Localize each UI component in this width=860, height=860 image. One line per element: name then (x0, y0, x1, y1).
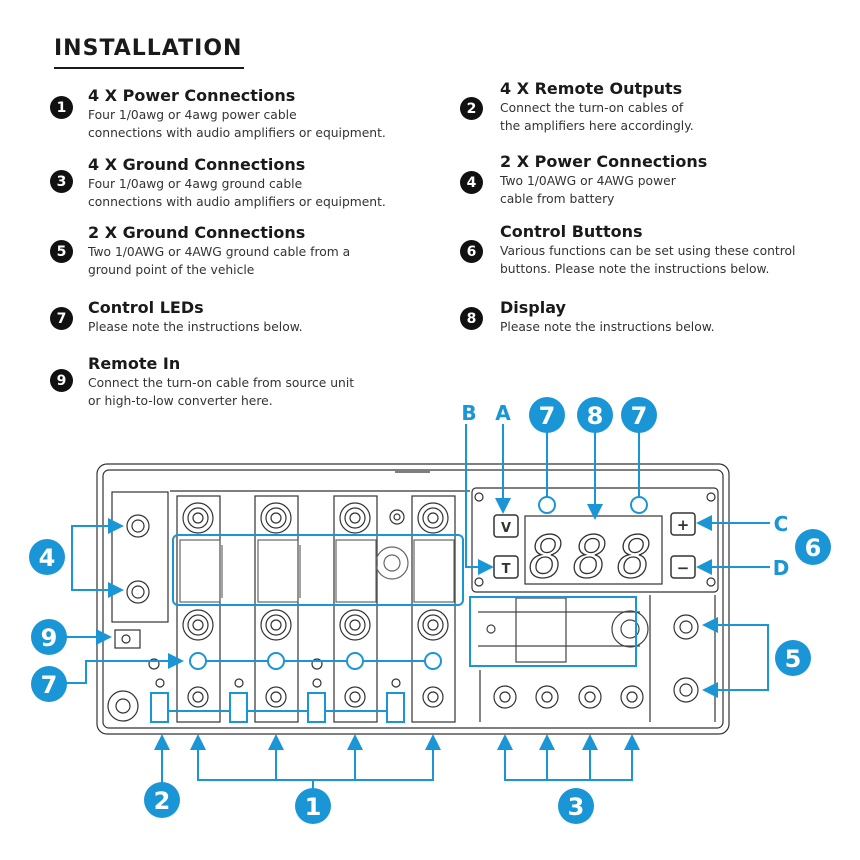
label-d: D (773, 556, 790, 580)
item-desc: Connect the turn-on cables of (500, 101, 684, 115)
item-desc: cable from battery (500, 192, 615, 206)
number-badge: 4 (460, 171, 483, 194)
plus-button-label: + (677, 516, 690, 534)
item-desc: the amplifiers here accordingly. (500, 119, 694, 133)
svg-text:7: 7 (539, 402, 556, 430)
item-heading: Control LEDs (88, 298, 204, 317)
item-desc: Four 1/0awg or 4awg ground cable (88, 177, 303, 191)
number-badge: 8 (460, 307, 483, 330)
callout-6: 6 (795, 529, 831, 565)
item-heading: 4 X Ground Connections (88, 155, 306, 174)
item-desc: connections with audio amplifiers or equ… (88, 195, 386, 209)
svg-text:3: 3 (568, 793, 585, 821)
item-desc: Please note the instructions below. (88, 320, 303, 334)
callout-9: 9 (31, 619, 67, 655)
label-b: B (461, 401, 476, 425)
svg-text:7: 7 (631, 402, 648, 430)
t-button[interactable]: T (493, 555, 519, 579)
callout-7-top-right: 7 (621, 397, 657, 433)
number-badge: 7 (50, 307, 73, 330)
label-c: C (774, 512, 789, 536)
fuse-cover (179, 539, 455, 603)
minus-button-label: − (677, 559, 690, 577)
callout-8: 8 (577, 397, 613, 433)
item-desc: Four 1/0awg or 4awg power cable (88, 108, 297, 122)
svg-text:1: 1 (305, 793, 322, 821)
plus-button[interactable]: + (670, 512, 696, 536)
v-button[interactable]: V (493, 514, 519, 538)
mini-fuse-block (478, 597, 649, 663)
number-badge: 3 (50, 170, 73, 193)
callout-leaders (66, 424, 770, 788)
svg-text:7: 7 (41, 671, 58, 699)
item-desc: connections with audio amplifiers or equ… (88, 126, 386, 140)
callout-4: 4 (29, 539, 65, 575)
ground-bolts (493, 614, 699, 709)
callout-7-left: 7 (31, 666, 67, 702)
fuse-columns (176, 495, 456, 723)
housing (96, 463, 730, 735)
callout-7-top-left: 7 (529, 397, 565, 433)
t-button-label: T (502, 562, 511, 577)
item-desc: Various functions can be set using these… (500, 244, 796, 258)
label-a: A (495, 401, 511, 425)
number-badge: 9 (50, 369, 73, 392)
v-button-label: V (501, 521, 511, 536)
item-desc: Please note the instructions below. (500, 320, 715, 334)
item-heading: 2 X Power Connections (500, 152, 708, 171)
item-desc: buttons. Please note the instructions be… (500, 262, 770, 276)
svg-text:2: 2 (154, 787, 171, 815)
svg-text:6: 6 (805, 534, 822, 562)
callout-1: 1 (295, 788, 331, 824)
item-heading: 4 X Remote Outputs (500, 79, 683, 98)
item-heading: Remote In (88, 354, 181, 373)
power-input-panel (111, 491, 169, 623)
item-desc: or high-to-low converter here. (88, 394, 273, 408)
item-heading: 4 X Power Connections (88, 86, 296, 105)
item-heading: Control Buttons (500, 222, 643, 241)
power-bolts (148, 502, 449, 708)
svg-text:4: 4 (39, 544, 56, 572)
display-digit: 8 (529, 523, 564, 591)
page-title: INSTALLATION (54, 36, 243, 61)
svg-text:9: 9 (41, 624, 58, 652)
item-desc: Two 1/0AWG or 4AWG power (500, 174, 676, 188)
title-underline (54, 67, 244, 69)
callout-5: 5 (775, 640, 811, 676)
number-badge: 2 (460, 97, 483, 120)
number-badge: 6 (460, 240, 483, 263)
remote-in-terminal (114, 629, 141, 649)
item-desc: Connect the turn-on cable from source un… (88, 376, 355, 390)
svg-text:8: 8 (587, 402, 604, 430)
number-badge: 5 (50, 240, 73, 263)
display-digit: 8 (617, 523, 652, 591)
svg-text:5: 5 (785, 645, 802, 673)
minus-button[interactable]: − (670, 555, 696, 579)
callout-2: 2 (144, 782, 180, 818)
number-badge: 1 (50, 96, 73, 119)
display-digit: 8 (573, 523, 608, 591)
callout-3: 3 (558, 788, 594, 824)
item-heading: 2 X Ground Connections (88, 223, 306, 242)
item-desc: ground point of the vehicle (88, 263, 255, 277)
item-heading: Display (500, 298, 566, 317)
item-desc: Two 1/0AWG or 4AWG ground cable from a (88, 245, 351, 259)
item-remote-in: 9 Remote In Connect the turn-on cable fro… (50, 354, 354, 410)
